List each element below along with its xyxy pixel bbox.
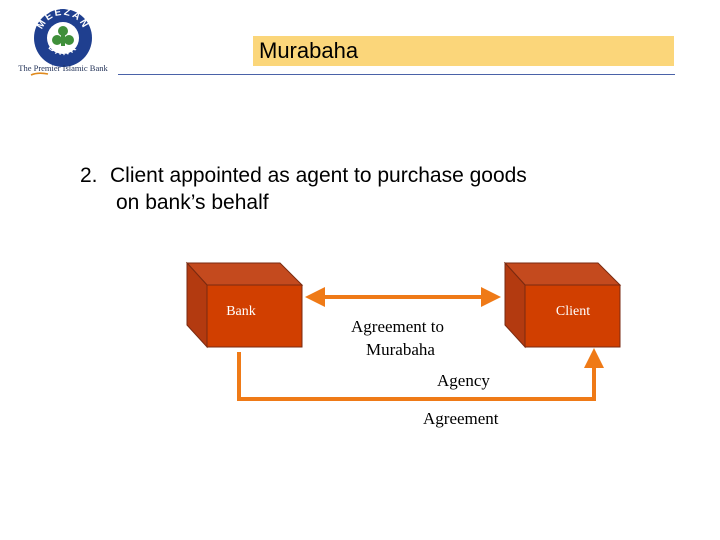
point-text-line1: Client appointed as agent to purchase go… [110, 164, 527, 187]
logo-tagline: The Premier Islamic Bank [18, 63, 108, 73]
murabaha-label-line2: Murabaha [366, 340, 435, 359]
bank-label: Bank [226, 304, 256, 319]
agency-agreement-arrow [237, 348, 604, 401]
client-box: Client [503, 261, 622, 349]
bank-box: Bank [185, 261, 304, 349]
point-text-line2: on bank’s behalf [116, 191, 269, 214]
header-divider [118, 74, 675, 75]
agency-label-line2: Agreement [423, 409, 499, 428]
title-bar [253, 36, 674, 66]
bank-logo: MEEZAN BANK The Premier Islamic Bank [8, 2, 118, 78]
slide-title: Murabaha [259, 38, 359, 63]
agency-label-line1: Agency [437, 371, 490, 390]
client-label: Client [556, 304, 590, 319]
meezan-logo-icon: MEEZAN BANK The Premier Islamic Bank [18, 7, 108, 76]
tagline-underline [30, 72, 49, 76]
murabaha-label-line1: Agreement to [351, 317, 444, 336]
emblem-icon [52, 26, 74, 46]
point-number: 2. [80, 164, 98, 187]
svg-text:BANK: BANK [47, 42, 80, 57]
logo-ring-bottom: BANK [47, 42, 78, 57]
